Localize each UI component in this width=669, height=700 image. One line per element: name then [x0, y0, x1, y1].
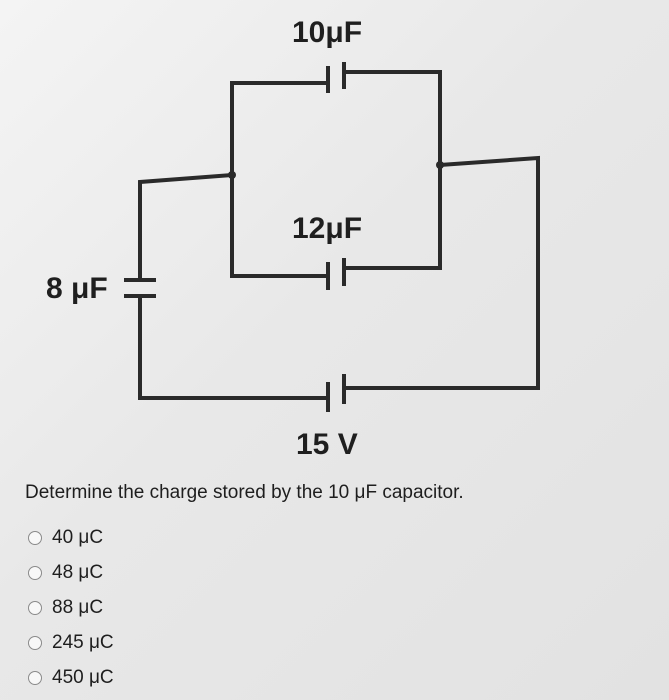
wire-right — [342, 155, 540, 390]
answer-options: 40 μC 48 μC 88 μC 245 μC 450 μC — [28, 520, 114, 695]
option-3[interactable]: 88 μC — [28, 590, 114, 625]
circuit-diagram: 10μF 12μF 8 μF 15 V — [46, 16, 540, 461]
label-battery: 15 V — [296, 428, 358, 461]
radio-button[interactable] — [28, 635, 42, 650]
wire-mid-left — [230, 173, 330, 278]
label-12uF: 12μF — [292, 212, 362, 245]
option-label: 450 μC — [52, 666, 114, 688]
label-8uF: 8 μF — [46, 272, 108, 305]
capacitor-8uF — [124, 278, 156, 298]
radio-button[interactable] — [28, 600, 42, 615]
capacitor-10uF — [326, 62, 346, 93]
junction-right — [436, 161, 444, 169]
option-label: 48 μC — [52, 561, 104, 583]
wire-top-right — [342, 70, 442, 167]
label-10uF: 10μF — [292, 16, 362, 49]
radio-button[interactable] — [28, 565, 42, 580]
option-5[interactable]: 450 μC — [28, 660, 114, 695]
option-label: 88 μC — [52, 596, 104, 618]
junction-left — [228, 171, 236, 179]
option-label: 40 μC — [52, 526, 104, 548]
radio-button[interactable] — [28, 670, 42, 685]
option-2[interactable]: 48 μC — [28, 555, 114, 590]
question-text: Determine the charge stored by the 10 μF… — [25, 482, 464, 503]
wire-top-left — [230, 81, 330, 177]
wire-left-upper — [138, 172, 235, 282]
battery — [326, 374, 346, 412]
wire-mid-right — [342, 163, 442, 270]
radio-button[interactable] — [28, 530, 42, 545]
capacitor-12uF — [326, 258, 346, 290]
option-4[interactable]: 245 μC — [28, 625, 114, 660]
wire-left-lower — [138, 294, 330, 400]
option-label: 245 μC — [52, 631, 114, 653]
option-1[interactable]: 40 μC — [28, 520, 114, 555]
